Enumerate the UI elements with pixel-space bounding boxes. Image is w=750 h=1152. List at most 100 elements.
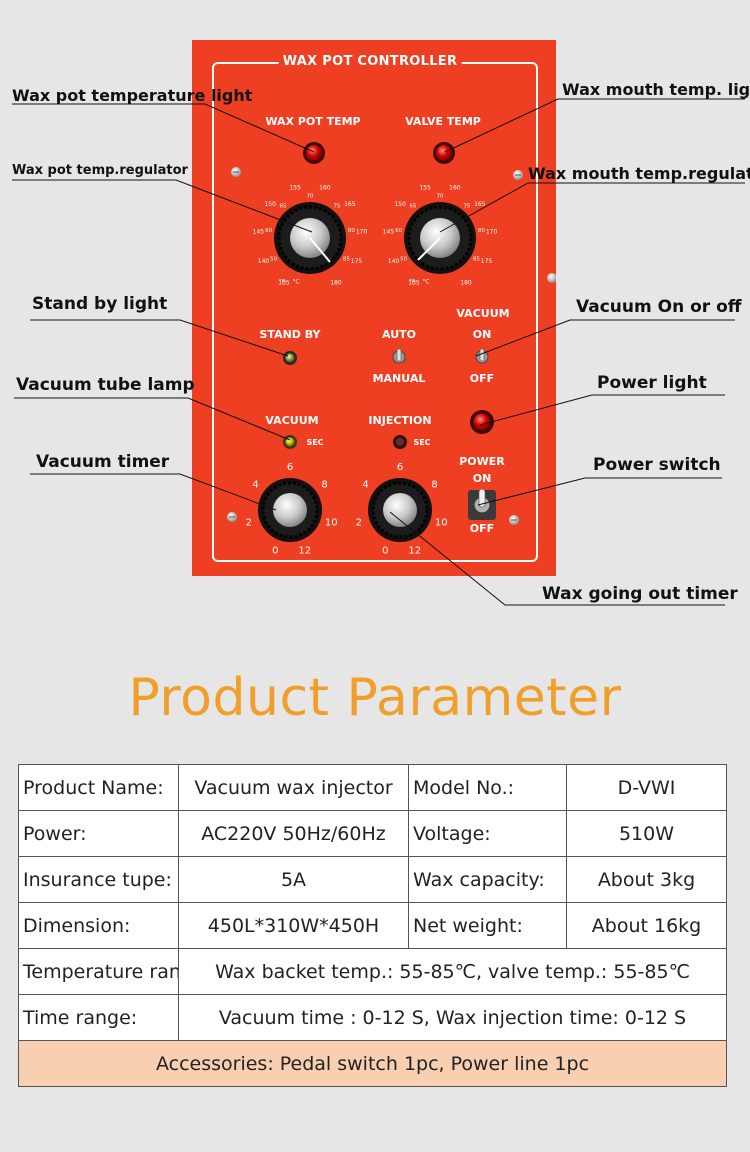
table-cell: Insurance tupe:: [18, 856, 179, 903]
annotation-wax-going-out-timer: Wax going out timer: [542, 584, 738, 604]
temp-scale-label: 165: [344, 201, 356, 208]
wax-pot-temp-label: WAX POT TEMP: [265, 115, 361, 128]
annotation-wax-mouth-temp-light: Wax mouth temp. light: [562, 80, 750, 99]
temp-scale-label: 160: [449, 185, 461, 192]
timer-scale-label: 4: [362, 479, 368, 490]
accessories-value: Accessories: Pedal switch 1pc, Power lin…: [18, 1040, 727, 1087]
temp-scale-label: 140: [388, 258, 400, 265]
vacuum-timer-knob[interactable]: [258, 478, 322, 542]
temp-scale-inner-label: 70: [437, 194, 444, 200]
temp-scale-label: 140: [258, 258, 270, 265]
screw-icon: [509, 515, 519, 525]
table-cell: Voltage:: [408, 810, 567, 857]
table-cell: Dimension:: [18, 902, 179, 949]
table-cell: About 16kg: [566, 902, 727, 949]
timer-scale-label: 6: [287, 462, 293, 473]
timer-scale-label: 8: [321, 479, 327, 490]
table-row: Temperature range Wax backet temp.: 55-8…: [18, 948, 727, 995]
table-row: Insurance tupe: 5A Wax capacity: About 3…: [18, 856, 727, 903]
temp-scale-inner-label: 75: [464, 203, 471, 209]
temp-scale-label: 145: [253, 229, 265, 236]
table-cell: Power:: [18, 810, 179, 857]
temp-scale-inner-label: 75: [334, 203, 341, 209]
timer-scale-label: 12: [298, 545, 311, 556]
temp-scale-inner-label: 50: [400, 257, 407, 263]
table-row: Product Name: Vacuum wax injector Model …: [18, 764, 727, 811]
timer-scale-label: 8: [431, 479, 437, 490]
temp-scale-label: 180: [330, 280, 342, 287]
vacuum-on-label: ON: [472, 328, 492, 341]
temp-scale-label: 160: [319, 185, 331, 192]
temp-scale-label: 135: [278, 280, 290, 287]
temp-scale-label: 175: [351, 258, 363, 265]
power-label: POWER: [459, 455, 505, 468]
accessories-row: Accessories: Pedal switch 1pc, Power lin…: [18, 1040, 727, 1087]
temp-scale-inner-label: 80: [478, 228, 485, 234]
vacuum-switch-label: VACUUM: [456, 307, 510, 320]
temp-scale-label: 155: [419, 185, 431, 192]
annotation-wax-pot-temperature-light: Wax pot temperature light: [12, 86, 253, 105]
injection-sec-label: SEC: [413, 438, 431, 447]
temp-scale-label: 170: [486, 229, 498, 236]
timer-scale-label: 0: [382, 545, 388, 556]
temp-scale-label: 150: [264, 201, 276, 208]
table-cell: About 3kg: [566, 856, 727, 903]
table-row: Time range: Vacuum time : 0-12 S, Wax in…: [18, 994, 727, 1041]
table-cell: Product Name:: [18, 764, 179, 811]
table-cell: D-VWI: [566, 764, 727, 811]
screw-icon: [547, 273, 556, 283]
unit-f-label: °F: [409, 279, 416, 286]
table-cell: Wax capacity:: [408, 856, 567, 903]
timer-scale-label: 10: [435, 517, 448, 528]
temp-scale-inner-label: 80: [348, 228, 355, 234]
table-cell: Model No.:: [408, 764, 567, 811]
timer-scale-label: 0: [272, 545, 278, 556]
power-off-label: OFF: [469, 522, 495, 535]
annotation-vacuum-tube-lamp: Vacuum tube lamp: [16, 375, 195, 395]
temp-scale-inner-label: 50: [270, 257, 277, 263]
time-range-value: Vacuum time : 0-12 S, Wax injection time…: [178, 994, 727, 1041]
manual-label: MANUAL: [372, 372, 426, 385]
temp-scale-label: 150: [394, 201, 406, 208]
table-cell: 510W: [566, 810, 727, 857]
wax-pot-temp-light: [303, 142, 325, 164]
annotation-vacuum-on-or-off: Vacuum On or off: [576, 297, 742, 317]
time-range-label: Time range:: [18, 994, 179, 1041]
temp-scale-inner-label: 60: [265, 228, 272, 234]
unit-c-label: °C: [292, 279, 299, 286]
auto-manual-switch[interactable]: [392, 348, 406, 364]
temp-scale-inner-label: 85: [473, 257, 480, 263]
control-panel: WAX POT CONTROLLER WAX POT TEMP VALVE TE…: [192, 40, 556, 576]
wax-pot-temp-regulator-knob[interactable]: [274, 202, 346, 274]
injection-label: INJECTION: [368, 414, 432, 427]
injection-lamp: [393, 435, 407, 449]
timer-scale-label: 4: [252, 479, 258, 490]
valve-temp-regulator-knob[interactable]: [404, 202, 476, 274]
temp-scale-inner-label: 85: [343, 257, 350, 263]
vacuum-timer-label: VACUUM: [265, 414, 319, 427]
panel-title: WAX POT CONTROLLER: [278, 54, 462, 69]
annotation-wax-pot-temp-regulator: Wax pot temp.regulator: [12, 163, 188, 178]
callout-lines: [12, 98, 745, 606]
vacuum-sec-label: SEC: [306, 438, 324, 447]
annotation-wax-mouth-temp-regulator: Wax mouth temp.regulator: [528, 164, 750, 183]
injection-timer-knob[interactable]: [368, 478, 432, 542]
vacuum-on-off-switch[interactable]: [475, 348, 489, 364]
temp-scale-inner-label: 65: [280, 203, 287, 209]
product-parameter-heading: Product Parameter: [128, 668, 622, 728]
temperature-range-value: Wax backet temp.: 55-85℃, valve temp.: 5…: [178, 948, 727, 995]
power-light: [470, 410, 494, 434]
temp-scale-label: 155: [289, 185, 301, 192]
stand-by-label: STAND BY: [259, 328, 321, 341]
temp-scale-inner-label: 65: [410, 203, 417, 209]
parameter-table: Product Name: Vacuum wax injector Model …: [18, 764, 727, 1087]
timer-scale-label: 10: [325, 517, 338, 528]
vacuum-timer-scale: 0 2 4 6 8 10 12: [246, 462, 338, 556]
annotation-power-switch: Power switch: [593, 455, 721, 475]
timer-scale-label: 2: [246, 517, 252, 528]
power-switch[interactable]: [468, 488, 496, 520]
